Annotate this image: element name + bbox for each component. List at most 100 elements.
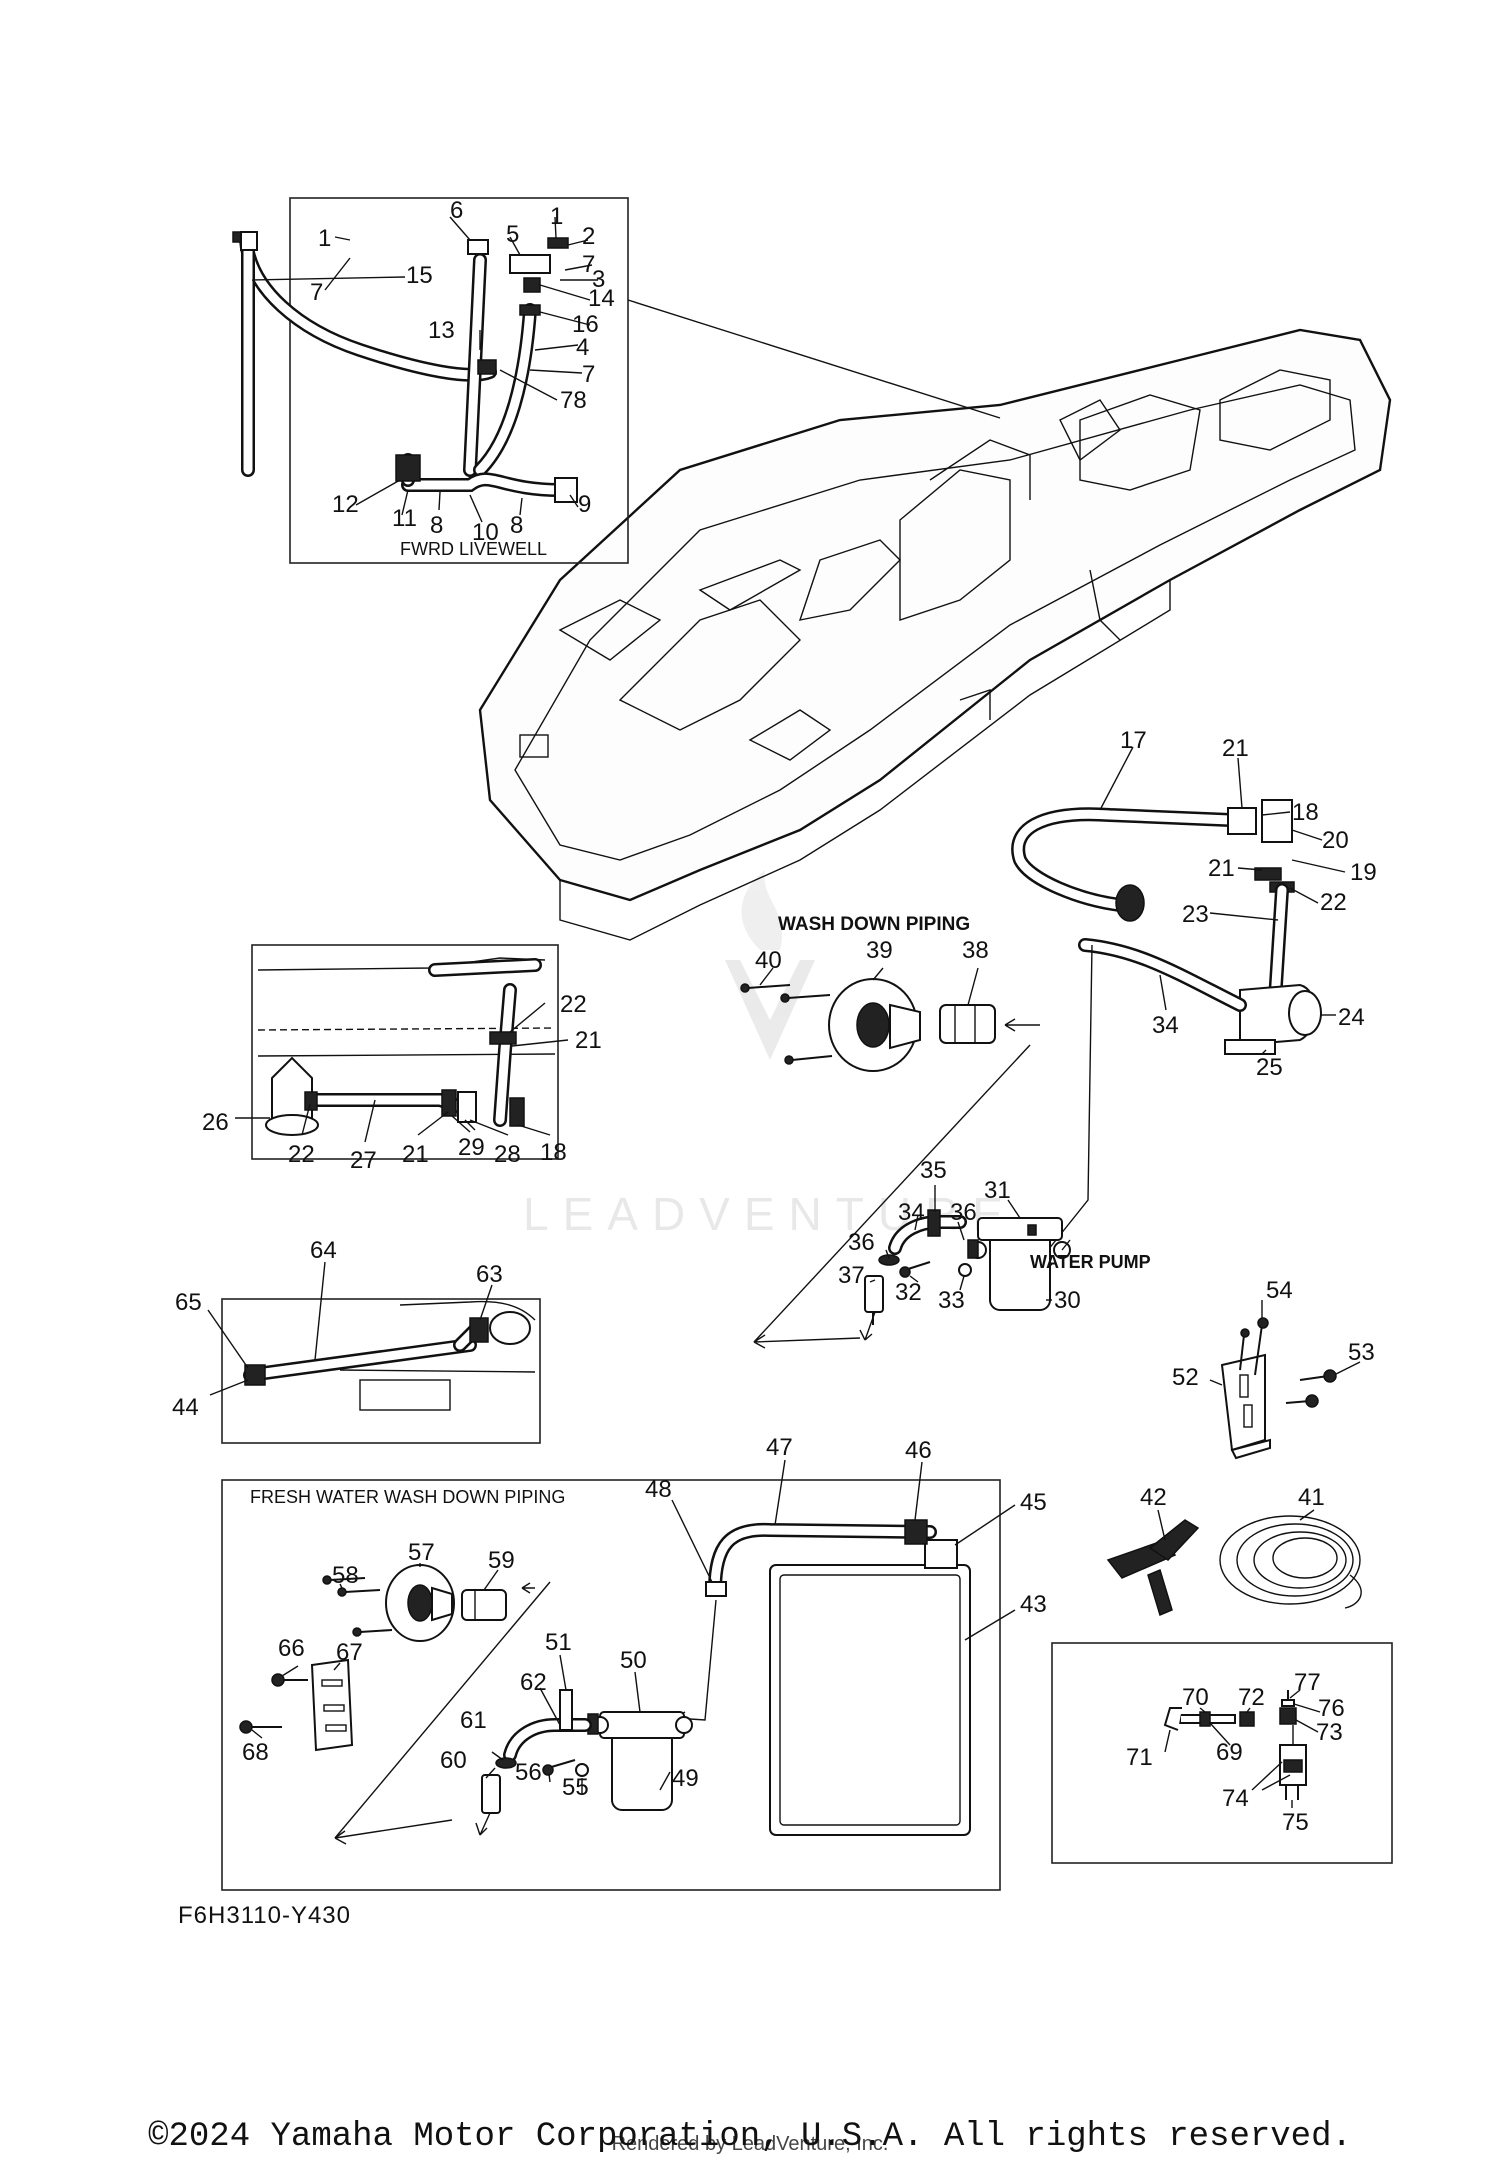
callout-53: 53 xyxy=(1348,1339,1375,1366)
callout-15: 15 xyxy=(406,262,433,289)
label-water-pump: WATER PUMP xyxy=(1030,1252,1151,1272)
diagram-code: F6H3110-Y430 xyxy=(178,1902,351,1929)
fitting-18 xyxy=(1227,807,1257,835)
callout-63: 63 xyxy=(476,1261,503,1288)
callout-2: 2 xyxy=(582,223,595,250)
bracket-25 xyxy=(1224,1039,1276,1055)
clip-35 xyxy=(927,1209,941,1237)
clamp-14 xyxy=(523,277,541,293)
callout-62: 62 xyxy=(520,1669,547,1696)
callout-69: 69 xyxy=(1216,1739,1243,1766)
callout-7a: 7 xyxy=(310,279,323,306)
inset-63-65 xyxy=(221,1298,541,1444)
route-line-pump xyxy=(1039,944,1093,1261)
bracket-plate-52 xyxy=(1220,1353,1266,1452)
callout-19: 19 xyxy=(1350,859,1377,886)
callout-47: 47 xyxy=(766,1434,793,1461)
callout-41: 41 xyxy=(1298,1484,1325,1511)
callout-64: 64 xyxy=(310,1237,337,1264)
callout-76: 76 xyxy=(1318,1695,1345,1722)
callout-36b: 36 xyxy=(950,1199,977,1226)
callout-14: 14 xyxy=(588,285,615,312)
callout-77: 77 xyxy=(1294,1669,1321,1696)
callout-70: 70 xyxy=(1182,1684,1209,1711)
callout-23: 23 xyxy=(1182,901,1209,928)
watermark-text: LEADVENTURE xyxy=(523,1188,1017,1240)
aft-plumbing-group xyxy=(1011,799,1322,1266)
callout-74: 74 xyxy=(1222,1785,1249,1812)
clamp-16 xyxy=(519,304,541,316)
callout-6: 6 xyxy=(450,197,463,224)
callout-44: 44 xyxy=(172,1394,199,1421)
callout-72: 72 xyxy=(1238,1684,1265,1711)
clip-51 xyxy=(559,1689,573,1731)
fitting-6 xyxy=(467,239,489,255)
pump-head-50 xyxy=(599,1711,685,1739)
screw-58-a xyxy=(322,1575,332,1585)
callout-56: 56 xyxy=(515,1759,542,1786)
callout-24: 24 xyxy=(1338,1004,1365,1031)
connector-38 xyxy=(939,1004,996,1044)
callout-52: 52 xyxy=(1172,1364,1199,1391)
boat-hull-illustration xyxy=(478,328,1392,941)
callout-33: 33 xyxy=(938,1287,965,1314)
callout-60: 60 xyxy=(440,1747,467,1774)
clamp-21-inset xyxy=(441,1089,457,1117)
fitting-46 xyxy=(904,1519,928,1545)
watermark: LEADVENTURE xyxy=(523,870,1017,1240)
callout-38: 38 xyxy=(962,937,989,964)
callout-17: 17 xyxy=(1120,727,1147,754)
copyright-text: ©2024 Yamaha Motor Corporation, U.S.A. A… xyxy=(148,2118,1352,2156)
bracket-52 xyxy=(1220,1317,1337,1460)
fresh-water-group: FRESH WATER WASH DOWN PIPING xyxy=(221,1479,1001,1891)
callout-29: 29 xyxy=(458,1134,485,1161)
callout-43: 43 xyxy=(1020,1591,1047,1618)
callout-35: 35 xyxy=(920,1157,947,1184)
fresh-water-frame xyxy=(221,1479,1001,1891)
callout-55: 55 xyxy=(562,1774,589,1801)
screw-54-b xyxy=(1240,1328,1250,1338)
tank-43 xyxy=(769,1564,971,1836)
clamp-63 xyxy=(469,1317,489,1343)
fitting-37 xyxy=(864,1275,884,1313)
callout-12: 12 xyxy=(332,491,359,518)
callout-labels: 1 1 2 3 4 5 6 7 7 7 8 8 9 10 11 12 13 14… xyxy=(172,197,1377,1836)
callout-11: 11 xyxy=(392,505,417,532)
screw-54-a xyxy=(1257,1317,1269,1329)
route-line-wash xyxy=(753,1044,1031,1343)
callout-8a: 8 xyxy=(430,512,443,539)
callout-59: 59 xyxy=(488,1547,515,1574)
callout-18: 18 xyxy=(1292,799,1319,826)
bolt-66 xyxy=(271,1673,285,1687)
callout-28: 28 xyxy=(494,1141,521,1168)
fwrd-livewell-frame xyxy=(289,197,629,564)
connector-59 xyxy=(461,1589,507,1621)
callout-68: 68 xyxy=(242,1739,269,1766)
bolt-53-b xyxy=(1305,1394,1319,1408)
fitting-1-right xyxy=(547,237,569,249)
callout-42: 42 xyxy=(1140,1484,1167,1511)
fitting-11 xyxy=(395,454,421,482)
callout-73: 73 xyxy=(1316,1719,1343,1746)
callout-1b: 1 xyxy=(550,203,563,230)
callout-4: 4 xyxy=(576,334,589,361)
fitting-70 xyxy=(1199,1711,1211,1727)
callout-65: 65 xyxy=(175,1289,202,1316)
hose-reel-group xyxy=(1106,1515,1362,1617)
callout-66: 66 xyxy=(278,1635,305,1662)
callout-18b: 18 xyxy=(540,1139,567,1166)
elbow-5 xyxy=(509,254,551,274)
clamp-21 xyxy=(1254,867,1282,881)
inset-63-65-frame xyxy=(221,1298,541,1444)
callout-10: 10 xyxy=(472,519,499,546)
inset-26-29 xyxy=(251,944,559,1160)
elbow-71 xyxy=(1163,1707,1182,1731)
callout-51: 51 xyxy=(545,1629,572,1656)
callout-78: 78 xyxy=(560,387,587,414)
tank-fitting-45 xyxy=(924,1539,958,1569)
callout-57: 57 xyxy=(408,1539,435,1566)
elbow-9 xyxy=(554,477,578,503)
pump-49 xyxy=(611,1729,673,1811)
fitting-18-inset xyxy=(509,1097,525,1127)
